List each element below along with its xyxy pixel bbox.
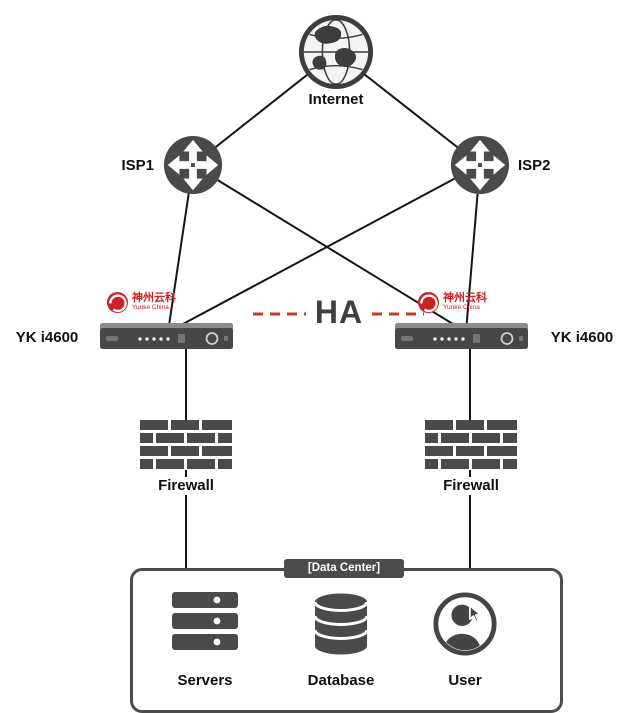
user-label: User: [448, 672, 482, 689]
firewall-right-label: Firewall: [423, 477, 519, 495]
vendor-logo-en: Yunke China: [443, 303, 480, 311]
user-icon: [432, 591, 498, 657]
vendor-logo-left: 神州云科 Yunke China: [106, 291, 176, 314]
firewall-left-label: Firewall: [138, 477, 234, 495]
database-icon: [312, 592, 370, 656]
vendor-logo-swirl-icon: [106, 291, 129, 314]
servers-label: Servers: [177, 672, 233, 689]
datacenter-badge: [Data Center]: [284, 559, 404, 578]
yk-right-appliance-icon: [395, 322, 528, 352]
internet-globe-icon: [297, 13, 375, 91]
cursor-arrow-icon: [468, 604, 481, 623]
vendor-logo-cn: 神州云科: [132, 292, 176, 305]
firewall-left-icon: [140, 420, 232, 469]
database-label: Database: [307, 672, 375, 689]
isp1-label: ISP1: [121, 157, 154, 174]
vendor-logo-text: 神州云科 Yunke China: [443, 293, 487, 311]
vendor-logo-swirl-icon: [417, 291, 440, 314]
vendor-logo-right: 神州云科 Yunke China: [417, 291, 487, 314]
isp1-router-icon: [162, 134, 224, 196]
yk-left-label: YK i4600: [15, 329, 79, 346]
yk-left-appliance-icon: [100, 322, 233, 352]
vendor-logo-text: 神州云科 Yunke China: [132, 293, 176, 311]
servers-icon: [172, 592, 238, 650]
edge-isp2-yk-left: [167, 164, 481, 333]
ha-label: HA: [306, 292, 372, 332]
vendor-logo-en: Yunke China: [132, 303, 169, 311]
firewall-right-icon: [425, 420, 517, 469]
isp2-label: ISP2: [518, 157, 551, 174]
internet-label: Internet: [308, 91, 364, 108]
vendor-logo-cn: 神州云科: [443, 292, 487, 305]
yk-right-label: YK i4600: [550, 329, 614, 346]
isp2-router-icon: [449, 134, 511, 196]
